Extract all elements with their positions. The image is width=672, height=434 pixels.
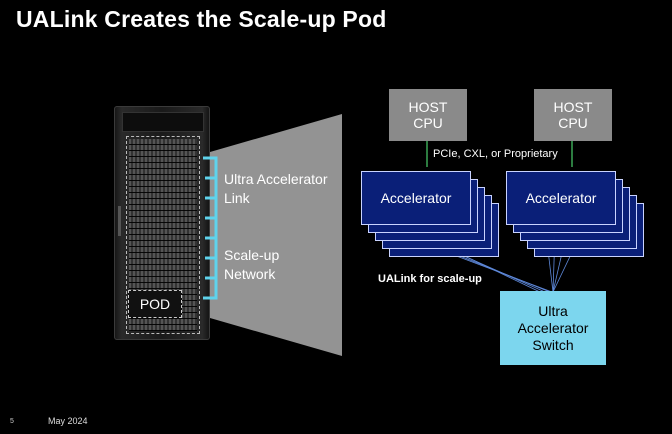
slide-title: UALink Creates the Scale-up Pod <box>16 6 387 32</box>
page-number: 5 <box>10 418 14 425</box>
footer-date: May 2024 <box>48 416 88 426</box>
scale-up-network-label: Scale-up Network <box>224 247 280 282</box>
rack-top-panel <box>122 112 204 132</box>
pod-label: POD <box>128 290 182 318</box>
ultra-accelerator-link-label: Ultra Accelerator Link <box>224 171 328 206</box>
interconnect-label: PCIe, CXL, or Proprietary <box>431 148 560 160</box>
ualink-scale-up-label: UALink for scale-up <box>378 273 482 285</box>
accelerator-right: Accelerator <box>506 171 616 225</box>
accelerator-left: Accelerator <box>361 171 471 225</box>
rack-handle <box>118 206 121 236</box>
ultra-accelerator-switch: Ultra Accelerator Switch <box>500 291 606 365</box>
